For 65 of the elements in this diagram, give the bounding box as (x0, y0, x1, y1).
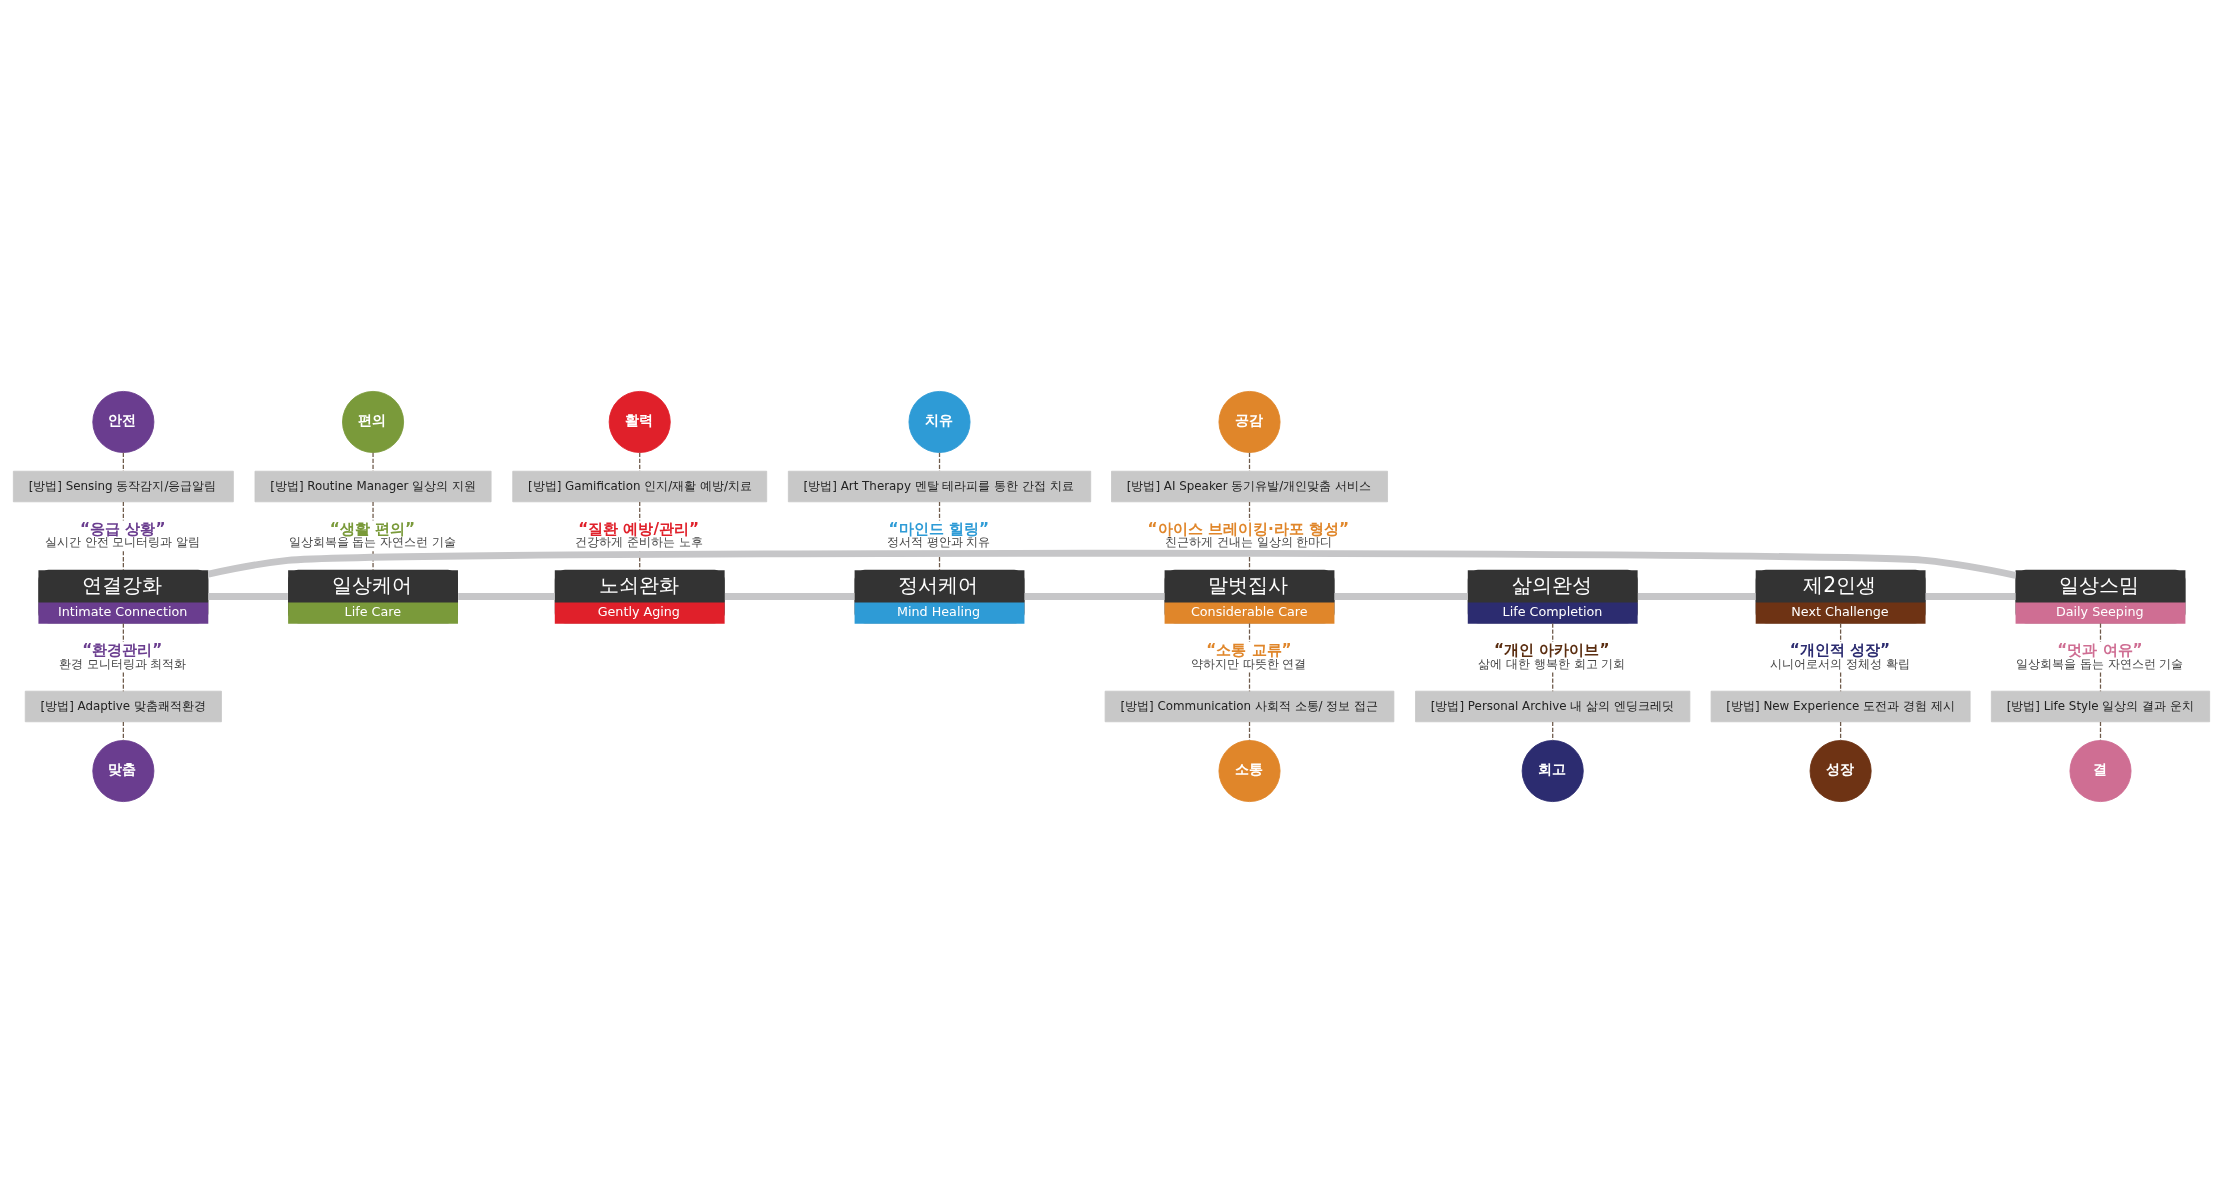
node-circle: 안전 (92, 390, 155, 453)
connector (1552, 622, 1554, 643)
node-text: “마인드 힐링” 정서적 평안과 치유 (886, 519, 991, 550)
connector (639, 452, 641, 472)
connector (122, 622, 124, 643)
node-circle: 공감 (1218, 390, 1281, 453)
connector (1839, 721, 1842, 741)
node-circle: 치유 (908, 390, 971, 453)
node-text: “개인 아카이브” 삶에 대한 행복한 회고 기회 (1478, 641, 1626, 671)
node-circle: 소통 (1218, 740, 1281, 803)
connector (122, 452, 124, 472)
node-box: [방법] Sensing 동작감지/응급알림 (12, 470, 234, 503)
node-box: [방법] Adaptive 맞춤쾌적환경 (24, 690, 222, 723)
node-circle: 성장 (1809, 740, 1872, 803)
node-text: “환경관리” 환경 모니터링과 최적화 (58, 641, 187, 671)
connector (1552, 721, 1554, 741)
connector (2099, 622, 2102, 643)
node-text: “질환 예방/관리” 건강하게 준비하는 노후 (575, 519, 703, 550)
node-text: “응급 상황” 실시간 안전 모니터링과 알림 (44, 519, 201, 550)
connector (1248, 501, 1251, 522)
connector (1248, 452, 1251, 472)
node-box: [방법] New Experience 도전과 경험 제시 (1710, 690, 1971, 723)
connector (372, 501, 374, 522)
connector (724, 593, 855, 600)
node-circle: 맞춤 (92, 740, 155, 803)
connector (1248, 721, 1251, 741)
node-text: “생활 편의” 일상회복을 돕는 자연스런 기술 (288, 519, 456, 550)
connector (122, 501, 124, 522)
node-box: [방법] Art Therapy 멘탈 테라피를 통한 간접 치료 (787, 470, 1092, 503)
connector (1248, 671, 1251, 692)
node-text: “멋과 여유” 일상회복을 돕는 자연스런 기술 (2015, 641, 2184, 671)
node-box: [방법] Communication 사회적 소통/ 정보 접근 (1104, 690, 1395, 723)
connector (639, 501, 641, 522)
node-circle: 회고 (1521, 740, 1584, 803)
connector (938, 501, 941, 522)
node-box: [방법] Routine Manager 일상의 지원 (254, 470, 492, 503)
connector (122, 721, 124, 741)
node-circle: 편의 (342, 390, 405, 453)
node-circle: 결 (2069, 740, 2132, 803)
connector (2099, 721, 2102, 741)
connector (1248, 622, 1251, 643)
connector (1839, 671, 1842, 692)
connector (1024, 593, 1165, 600)
node-circle: 활력 (608, 390, 671, 453)
node-box: [방법] Gamification 인지/재활 예방/치료 (512, 470, 768, 503)
connector (938, 452, 941, 472)
node-box: [방법] Personal Archive 내 삶의 엔딩크레딧 (1415, 690, 1691, 723)
connector (1637, 593, 1756, 600)
connector (122, 671, 124, 692)
connector (1552, 671, 1554, 692)
node-text: “개인적 성장” 시니어로서의 정체성 확립 (1770, 641, 1910, 671)
connector (1334, 593, 1468, 600)
connector (372, 452, 374, 472)
connector (207, 549, 2017, 579)
node-text: “소통 교류” 약하지만 따뜻한 연결 (1190, 641, 1307, 671)
connector (372, 550, 374, 571)
node-box: [방법] Life Style 일상의 결과 운치 (1990, 690, 2211, 723)
connector (1925, 593, 2016, 600)
connector (1839, 622, 1842, 643)
node-box: [방법] AI Speaker 동기유발/개인맞춤 서비스 (1111, 470, 1388, 503)
connector (122, 550, 124, 571)
connector (208, 593, 288, 600)
node-text: “아이스 브레이킹·라포 형성” 친근하게 건내는 일상의 한마디 (1147, 519, 1350, 550)
connector (458, 593, 555, 600)
connector (2099, 671, 2102, 692)
